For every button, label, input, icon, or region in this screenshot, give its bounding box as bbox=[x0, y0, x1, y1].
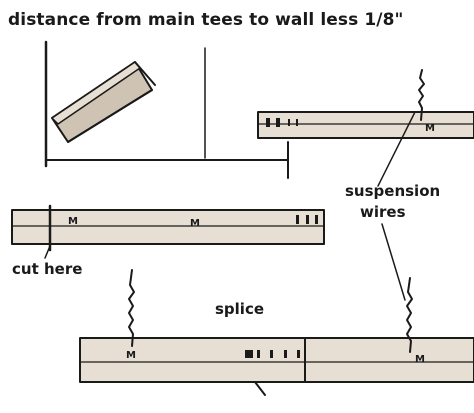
dimension-line bbox=[45, 141, 289, 179]
cut-here-pointer bbox=[44, 245, 51, 259]
svg-text:M: M bbox=[415, 354, 425, 365]
title-label: distance from main tees to wall less 1/8… bbox=[8, 10, 404, 30]
suspension-pointer-lower bbox=[381, 223, 406, 301]
suspension-label: suspension bbox=[345, 182, 441, 200]
main-tee-upper: M bbox=[257, 111, 474, 139]
cut-here-label: cut here bbox=[12, 260, 83, 278]
svg-text:M: M bbox=[190, 218, 200, 229]
wires-label: wires bbox=[360, 203, 406, 221]
suspension-wire-upper bbox=[418, 69, 425, 121]
splice-label: splice bbox=[215, 300, 265, 318]
suspension-pointer-upper bbox=[377, 111, 416, 187]
wall-angle-molding bbox=[44, 40, 156, 168]
suspension-wire-lower-right bbox=[406, 277, 413, 353]
cross-tee-middle: M M bbox=[11, 204, 325, 252]
svg-text:M: M bbox=[126, 350, 136, 361]
svg-text:M: M bbox=[68, 216, 78, 227]
svg-text:M: M bbox=[425, 123, 435, 134]
spliced-main-tee: M M bbox=[79, 337, 474, 396]
suspension-wire-lower-left bbox=[128, 269, 135, 347]
